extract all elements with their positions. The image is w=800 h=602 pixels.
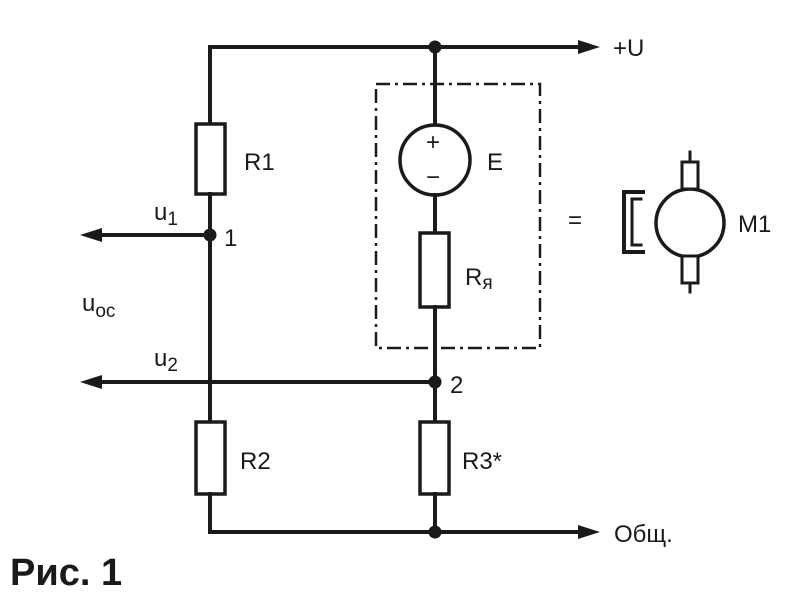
r3-label: R3* — [462, 448, 502, 475]
supply-label: +U — [613, 35, 644, 62]
source-minus-sign: − — [426, 164, 440, 191]
motor-label: M1 — [738, 211, 771, 238]
uoc-label: uoc — [82, 290, 115, 322]
motor-circle — [654, 187, 726, 259]
supply-arrow — [578, 40, 600, 54]
equals-sign: = — [568, 207, 582, 234]
node-2-label: 2 — [450, 372, 463, 399]
motor-bottom-brush — [680, 254, 700, 285]
supply-rail — [208, 40, 600, 126]
motor-bracket-inner — [630, 197, 643, 247]
resistor-r1 — [194, 122, 227, 196]
common-rail — [208, 525, 600, 539]
node-2-junction — [428, 375, 442, 389]
motor-bracket-outer — [622, 190, 645, 254]
motor-top-brush — [680, 160, 700, 191]
common-arrow — [578, 525, 600, 539]
u1-arrow — [80, 228, 102, 242]
figure-caption: Рис. 1 — [10, 552, 122, 594]
bottom-junction — [428, 525, 442, 539]
u2-label: u2 — [154, 345, 178, 376]
motor-symbol — [622, 150, 726, 294]
r1-label: R1 — [244, 149, 275, 176]
source-e-label: E — [487, 149, 503, 176]
resistor-r2 — [194, 420, 227, 496]
common-label: Общ. — [614, 521, 673, 548]
u2-arrow — [80, 375, 102, 389]
resistor-r3 — [418, 420, 451, 496]
ra-label: Rя — [465, 264, 493, 294]
r2-label: R2 — [240, 448, 271, 475]
u2-output — [80, 375, 437, 389]
source-plus-sign: + — [426, 129, 440, 156]
motor-equivalent-box — [374, 82, 542, 350]
node-1-label: 1 — [224, 225, 237, 252]
u1-label: u1 — [154, 199, 178, 230]
resistor-ra — [418, 231, 451, 309]
u1-output — [80, 228, 212, 242]
